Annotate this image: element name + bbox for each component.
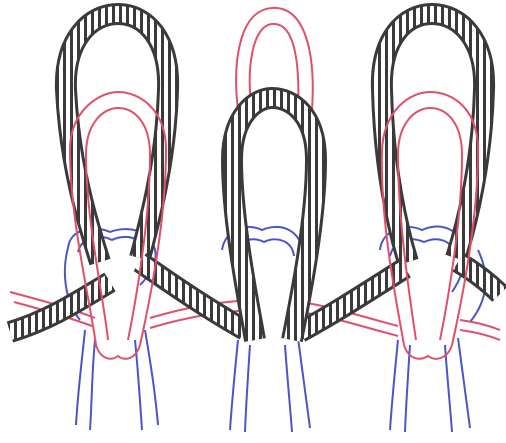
blue-leg-left-d <box>145 330 158 425</box>
blue-leg-mid-b <box>245 345 250 432</box>
blue-leg-right-c <box>445 345 452 432</box>
blue-leg-right-d <box>458 338 470 428</box>
blue-leg-mid-d <box>298 338 310 428</box>
blue-leg-right-a <box>390 340 398 430</box>
red-cross-right <box>460 320 500 330</box>
red-foot-left <box>96 345 140 359</box>
red-loop-strands <box>70 8 478 345</box>
blue-leg-left-a <box>76 330 85 425</box>
blue-leg-mid-c <box>285 345 292 432</box>
blue-leg-mid-a <box>230 340 238 430</box>
blue-leg-left-b <box>90 340 95 430</box>
dark-loop-middle <box>232 98 316 340</box>
red-cross-right-2 <box>460 330 500 340</box>
blue-leg-right-b <box>405 345 410 432</box>
blue-strands <box>65 227 486 432</box>
